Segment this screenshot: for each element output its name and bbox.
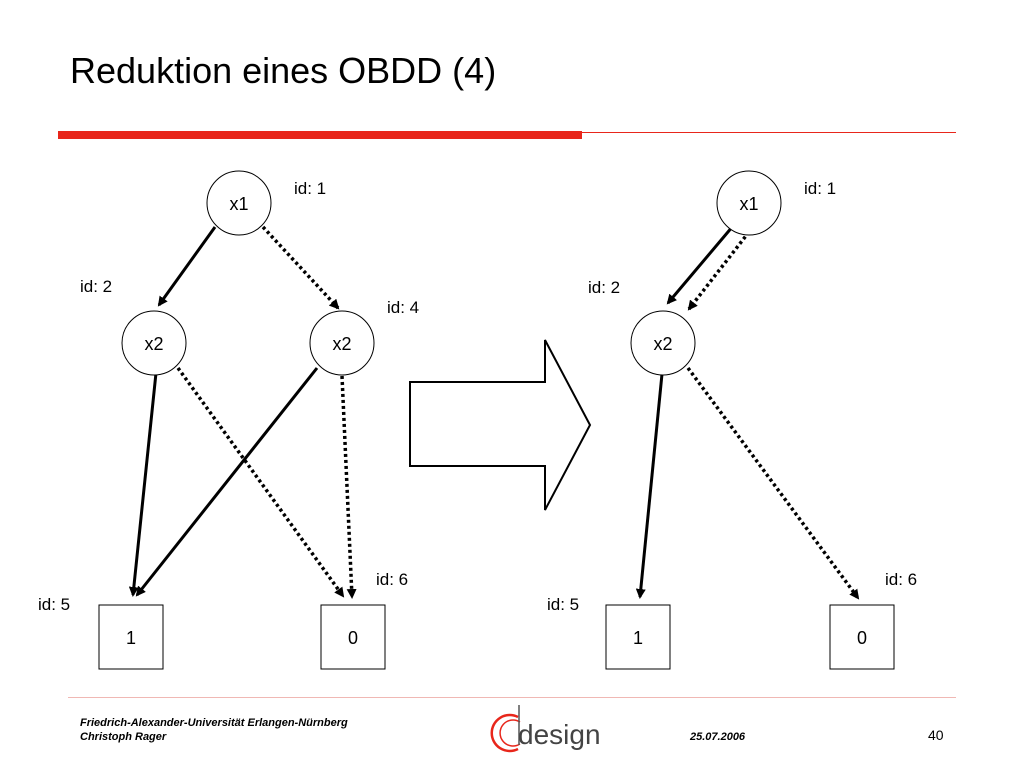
terminal-left-0-label: 0 — [348, 628, 358, 648]
terminal-right-0-label: 0 — [857, 628, 867, 648]
node-left-x2a: x2 — [121, 310, 187, 376]
edge-right-x2-t1-solid — [635, 373, 664, 599]
edge-left-x2a-t1-solid — [128, 372, 158, 597]
node-left-x1: x1 — [206, 170, 272, 236]
id-label-left-4: id: 4 — [387, 298, 419, 317]
edge-right-x2-t0-dotted — [686, 366, 860, 600]
title-underline-thin — [582, 132, 956, 133]
edge-left-x1-x2a-solid — [157, 226, 217, 307]
id-label-right-1: id: 1 — [804, 179, 836, 198]
terminal-left-0: 0 — [320, 604, 386, 670]
node-right-x1: x1 — [716, 170, 782, 236]
cdesign-logo-icon: design — [490, 705, 601, 753]
id-label-right-6: id: 6 — [885, 570, 917, 589]
block-arrow-right-icon — [409, 339, 592, 511]
terminal-left-1: 1 — [98, 604, 164, 670]
footer-date: 25.07.2006 — [690, 731, 746, 743]
id-label-left-1: id: 1 — [294, 179, 326, 198]
slide-title: Reduktion eines OBDD (4) — [70, 50, 497, 91]
edge-right-x1-x2-dotted — [687, 230, 751, 311]
edge-left-x1-x2b-dotted — [261, 225, 340, 310]
node-right-x2-label: x2 — [653, 334, 672, 354]
terminal-right-0: 0 — [829, 604, 895, 670]
node-left-x2a-label: x2 — [144, 334, 163, 354]
edge-left-x2b-t0-dotted — [340, 375, 357, 599]
footer-divider — [68, 697, 956, 698]
edge-left-x2a-t0-dotted — [176, 366, 345, 598]
footer-university: Friedrich-Alexander-Universität Erlangen… — [80, 717, 348, 729]
id-label-right-2: id: 2 — [588, 278, 620, 297]
title-underline-thick — [58, 131, 582, 139]
terminal-left-1-label: 1 — [126, 628, 136, 648]
node-right-x2: x2 — [630, 310, 696, 376]
id-label-right-5: id: 5 — [547, 595, 579, 614]
terminal-right-1: 1 — [605, 604, 671, 670]
node-left-x1-label: x1 — [229, 194, 248, 214]
edge-left-x2b-t1-solid — [135, 367, 319, 597]
id-label-left-6: id: 6 — [376, 570, 408, 589]
logo-text: design — [518, 719, 601, 750]
footer-author: Christoph Rager — [80, 731, 167, 743]
node-left-x2b-label: x2 — [332, 334, 351, 354]
node-right-x1-label: x1 — [739, 194, 758, 214]
edge-right-x1-x2-solid — [666, 225, 735, 305]
terminal-right-1-label: 1 — [633, 628, 643, 648]
node-left-x2b: x2 — [309, 310, 375, 376]
id-label-left-5: id: 5 — [38, 595, 70, 614]
page-number: 40 — [928, 727, 944, 743]
id-label-left-2: id: 2 — [80, 277, 112, 296]
